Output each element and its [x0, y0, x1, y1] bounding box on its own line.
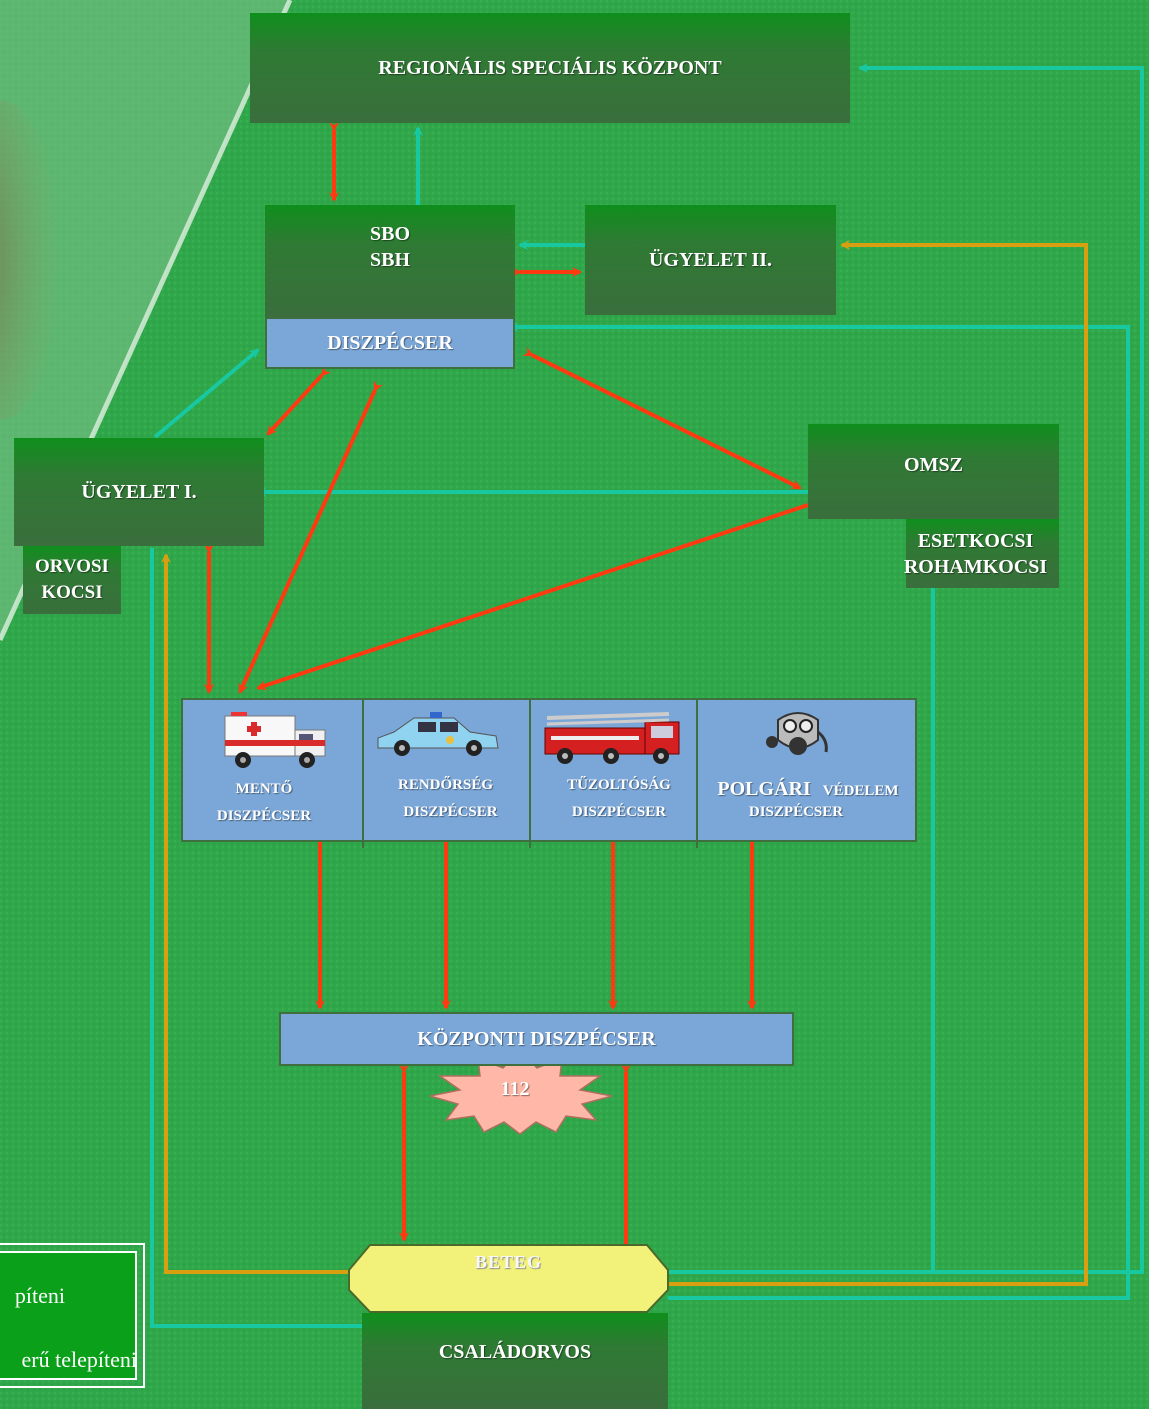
arrow-ugyelet1-dispatcher [153, 348, 260, 439]
rendorseg-label: RENDŐRSÉG [397, 777, 494, 793]
emergency-number-label: 112 [500, 1078, 530, 1100]
arrow-dispatcher-omsz [522, 346, 802, 490]
rendorseg-sub-label: DISZPÉCSER [403, 804, 498, 820]
ambulance-icon [224, 712, 326, 768]
orvosi-label: ORVOSI [35, 556, 109, 577]
fire-truck-icon [544, 712, 680, 764]
omsz-label: OMSZ [904, 454, 963, 476]
arrow-omsz-mento [256, 497, 818, 691]
central-dispatcher-label: KÖZPONTI DISZPÉCSER [417, 1027, 656, 1050]
mento-sub-label: DISZPÉCSER [216, 808, 312, 824]
legend-item-1: píteni [14, 1283, 65, 1308]
kocsi-label: KOCSI [41, 582, 103, 603]
ugyelet-1-label: ÜGYELET I. [81, 480, 197, 503]
service-rendorseg: RENDŐRSÉG DISZPÉCSER [362, 698, 529, 842]
dispatcher-label: DISZPÉCSER [327, 331, 453, 354]
ugyelet-1-box: ÜGYELET I. [14, 438, 264, 546]
arrow-beteg-dispatcher [508, 322, 1130, 1300]
sbo-sbh-box: SBO SBH [265, 205, 515, 317]
arrow-beteg-regional [668, 63, 1144, 1274]
police-car-icon [377, 712, 499, 756]
vedelem-label: VÉDELEM [822, 783, 899, 799]
polgari-label: POLGÁRI [717, 778, 811, 800]
arrow-ugyelet1-csaladorvos [150, 548, 372, 1331]
ugyelet-2-box: ÜGYELET II. [585, 205, 836, 315]
service-polgari: POLGÁRI VÉDELEM DISZPÉCSER [696, 698, 917, 842]
legend-item-2: erű telepíteni [21, 1347, 137, 1372]
tuzoltosag-sub-label: DISZPÉCSER [571, 804, 667, 820]
service-mento: MENTŐ DISZPÉCSER [181, 698, 362, 842]
polgari-sub-label: DISZPÉCSER [748, 804, 844, 820]
sbh-label: SBH [369, 249, 411, 271]
beteg-shape [348, 1244, 669, 1313]
regional-center-box: REGIONÁLIS SPECIÁLIS KÖZPONT [250, 13, 850, 123]
arrow-beteg-ugyelet1 [161, 553, 350, 1274]
emergency-112-star [429, 1048, 613, 1135]
esetkocsi-box: ESETKOCSI ROHAMKOCSI [903, 519, 1059, 588]
rohamkocsi-label: ROHAMKOCSI [903, 555, 1048, 578]
beteg-label: BETEG [474, 1252, 543, 1272]
central-dispatcher-box: KÖZPONTI DISZPÉCSER [279, 1012, 794, 1066]
esetkocsi-label: ESETKOCSI [917, 529, 1034, 552]
mento-label: MENTŐ [235, 781, 293, 797]
legend-box: píteni erű telepíteni [0, 1243, 145, 1388]
orvosi-kocsi-box: ORVOSI KOCSI [23, 546, 121, 614]
csaladorvos-label: CSALÁDORVOS [438, 1341, 592, 1363]
dispatcher-box: DISZPÉCSER [265, 317, 515, 369]
service-tuzoltosag: TŰZOLTÓSÁG DISZPÉCSER [529, 698, 696, 842]
csaladorvos-box: CSALÁDORVOS [362, 1313, 668, 1409]
ugyelet-2-label: ÜGYELET II. [648, 248, 772, 271]
tuzoltosag-label: TŰZOLTÓSÁG [567, 777, 671, 793]
regional-center-label: REGIONÁLIS SPECIÁLIS KÖZPONT [378, 56, 722, 79]
omsz-box: OMSZ [808, 424, 1059, 519]
arrow-beteg-ugyelet2 [668, 240, 1088, 1286]
arrow-dispatcher-ugyelet1 [266, 365, 332, 436]
sbo-label: SBO [369, 223, 411, 245]
gas-mask-icon [766, 712, 828, 755]
